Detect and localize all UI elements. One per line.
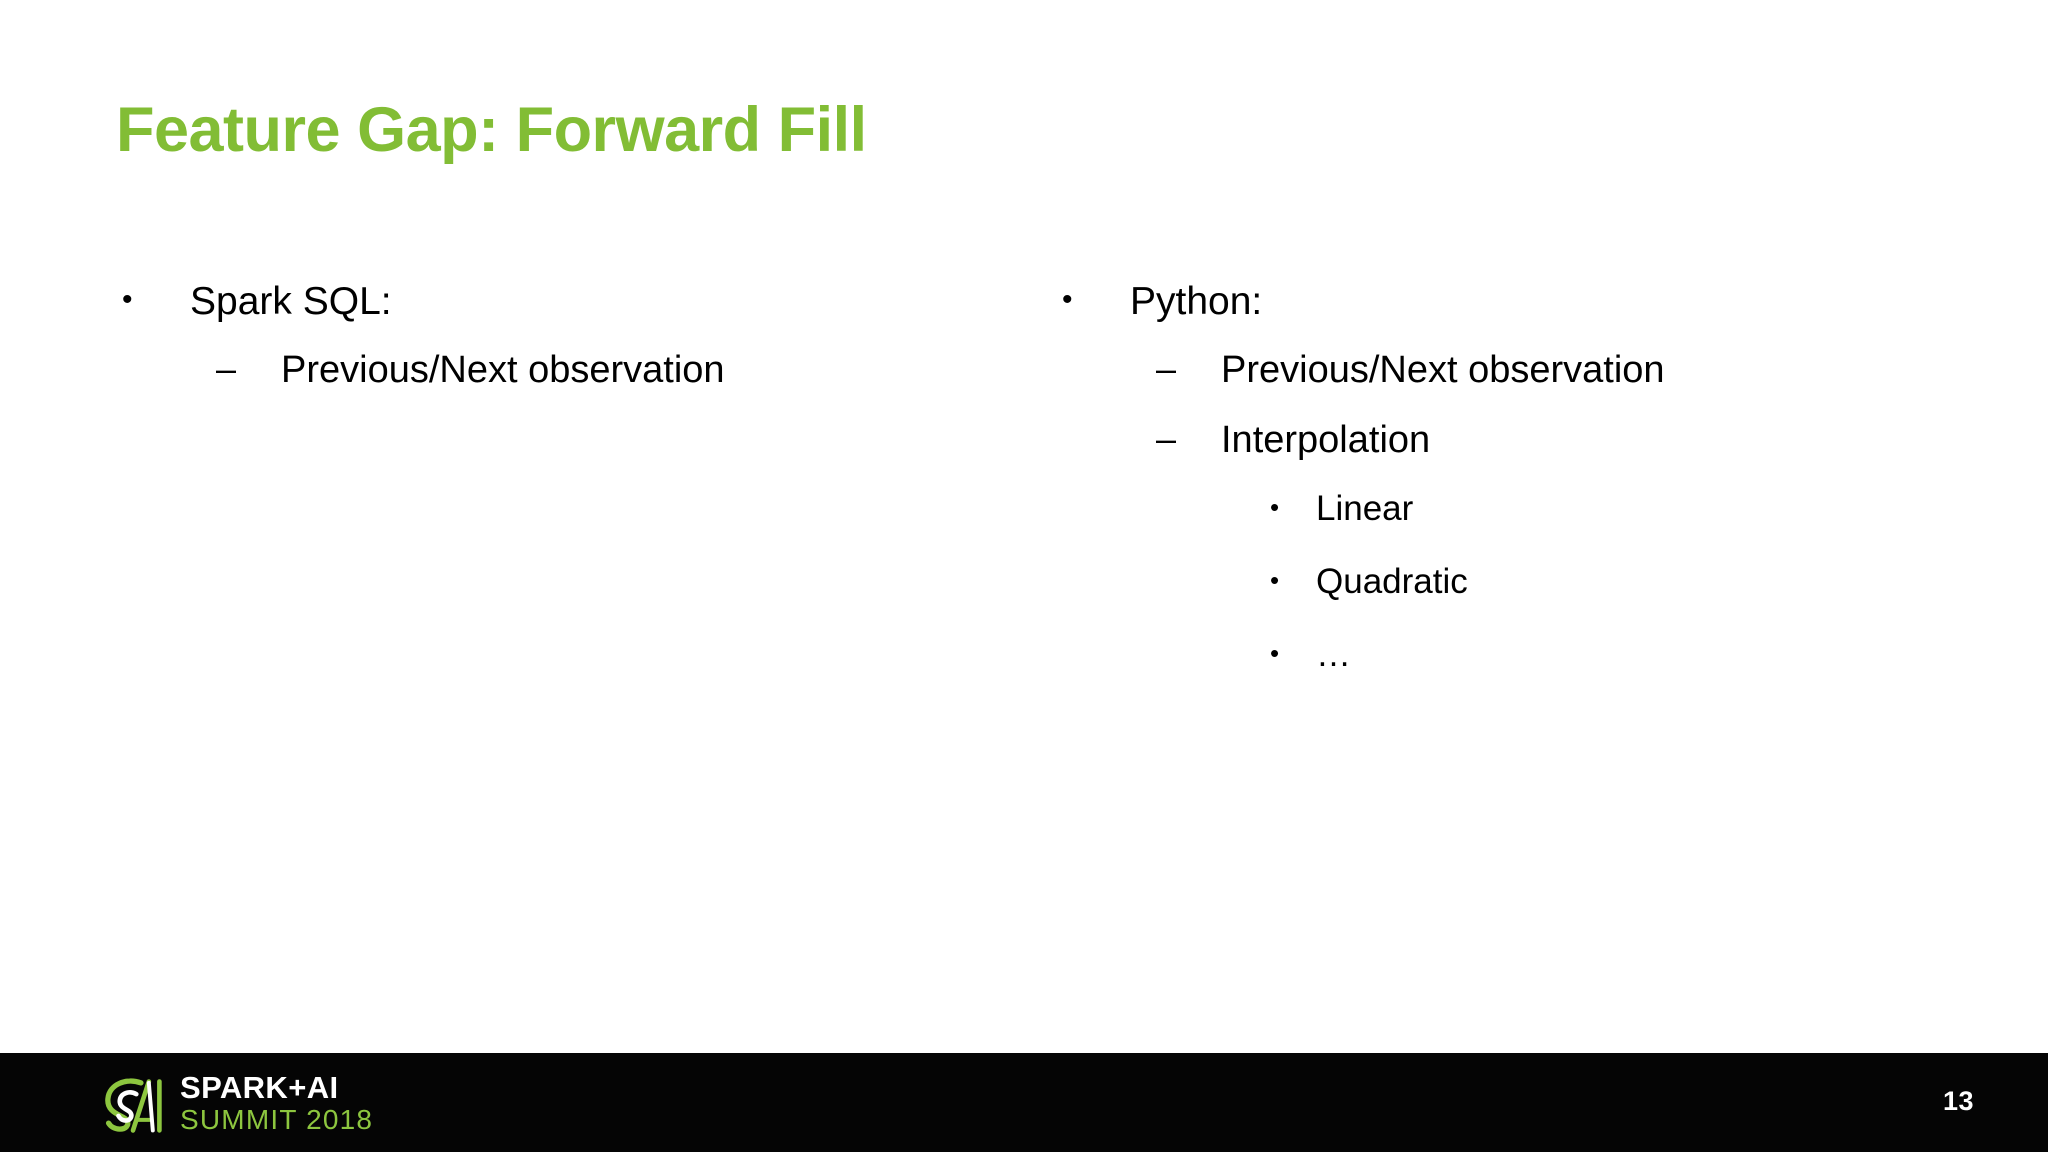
bullet-label: Python: — [1130, 280, 1263, 323]
spark-ai-summit-monogram-icon — [100, 1071, 166, 1137]
bullet-dot-icon: • — [1062, 283, 1073, 316]
bullet-item-level1: • Python: — [1058, 282, 1958, 321]
brand-logo: SPARK+AI SUMMIT 2018 — [100, 1069, 373, 1139]
bullet-dot-icon: • — [1270, 638, 1280, 668]
page-title: Feature Gap: Forward Fill — [116, 95, 867, 165]
bullet-dash-icon: – — [1156, 348, 1177, 389]
bullet-label: Previous/Next observation — [281, 349, 725, 391]
bullet-label: … — [1316, 635, 1351, 674]
content-column-left: • Spark SQL: – Previous/Next observation — [118, 282, 998, 421]
bullet-item-level3: • Linear — [1270, 491, 1958, 526]
bullet-item-level3: • Quadratic — [1270, 564, 1958, 599]
page-number: 13 — [1942, 1086, 1974, 1116]
brand-logo-line1: SPARK+AI — [180, 1070, 339, 1106]
bullet-label: Interpolation — [1221, 419, 1431, 461]
bullet-label: Linear — [1316, 489, 1414, 528]
slide-body: • Spark SQL: – Previous/Next observation… — [0, 282, 2048, 982]
bullet-dash-icon: – — [216, 348, 237, 389]
bullet-item-level2: – Previous/Next observation — [1156, 348, 1958, 391]
bullet-label: Previous/Next observation — [1221, 349, 1665, 391]
brand-logo-line2: SUMMIT 2018 — [180, 1104, 374, 1136]
bullet-item-level1: • Spark SQL: — [118, 282, 998, 321]
bullet-dot-icon: • — [1270, 492, 1280, 522]
bullet-dash-icon: – — [1156, 418, 1177, 459]
bullet-label: Spark SQL: — [190, 280, 392, 323]
content-column-right: • Python: – Previous/Next observation – … — [1058, 282, 1958, 710]
bullet-label: Quadratic — [1316, 562, 1468, 601]
bullet-item-level2: – Interpolation — [1156, 418, 1958, 461]
brand-logo-wordmark: SPARK+AI SUMMIT 2018 — [180, 1072, 373, 1135]
bullet-item-level2: – Previous/Next observation — [216, 348, 998, 391]
bullet-dot-icon: • — [122, 283, 133, 316]
footer-bar — [0, 1053, 2048, 1152]
bullet-dot-icon: • — [1270, 565, 1280, 595]
bullet-item-level3: • … — [1270, 637, 1958, 672]
